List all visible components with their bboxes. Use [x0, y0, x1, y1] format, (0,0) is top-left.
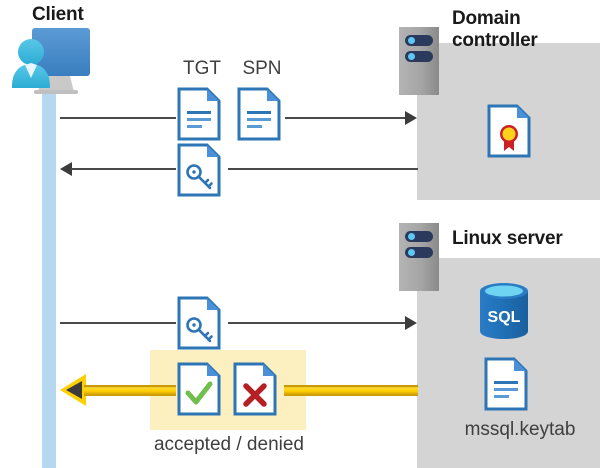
keytab-filename-label: mssql.keytab [464, 419, 576, 440]
client-lifeline [42, 72, 56, 468]
auth-result-line-right [284, 385, 418, 396]
auth-result-arrowhead-inner [66, 381, 82, 399]
message-request-line-left [60, 117, 176, 119]
spn-label: SPN [242, 58, 282, 79]
auth-result-caption: accepted / denied [153, 434, 304, 455]
domain-controller-server-icon [398, 26, 440, 96]
message-present-arrowhead [405, 316, 417, 330]
keytab-document-icon [484, 357, 528, 411]
accepted-document-icon [177, 362, 221, 416]
spn-document-icon [237, 87, 281, 141]
tgt-document-icon [177, 87, 221, 141]
client-label: Client [32, 4, 84, 25]
linux-server-server-icon [398, 222, 440, 292]
message-ticket-line-right [228, 168, 418, 170]
client-computer-user-icon [4, 26, 92, 98]
message-ticket-line-left [71, 168, 176, 170]
message-request-line-right [285, 117, 407, 119]
linux-server-label: Linux server [452, 228, 563, 249]
present-ticket-key-document-icon [177, 296, 221, 350]
message-ticket-arrowhead [60, 162, 72, 176]
denied-document-icon [233, 362, 277, 416]
certificate-document-icon [487, 104, 531, 158]
domain-controller-label: Domain controller [452, 8, 538, 51]
sql-database-icon: SQL [478, 282, 530, 340]
message-present-line-right [228, 322, 407, 324]
tgt-label: TGT [183, 58, 221, 79]
auth-result-line-left [84, 385, 176, 396]
service-ticket-key-document-icon [177, 143, 221, 197]
auth-result-highlight-box [150, 350, 306, 430]
auth-result-arrowhead [60, 374, 86, 406]
message-request-arrowhead [405, 111, 417, 125]
message-present-line-left [60, 322, 176, 324]
sql-database-text: SQL [488, 309, 521, 326]
